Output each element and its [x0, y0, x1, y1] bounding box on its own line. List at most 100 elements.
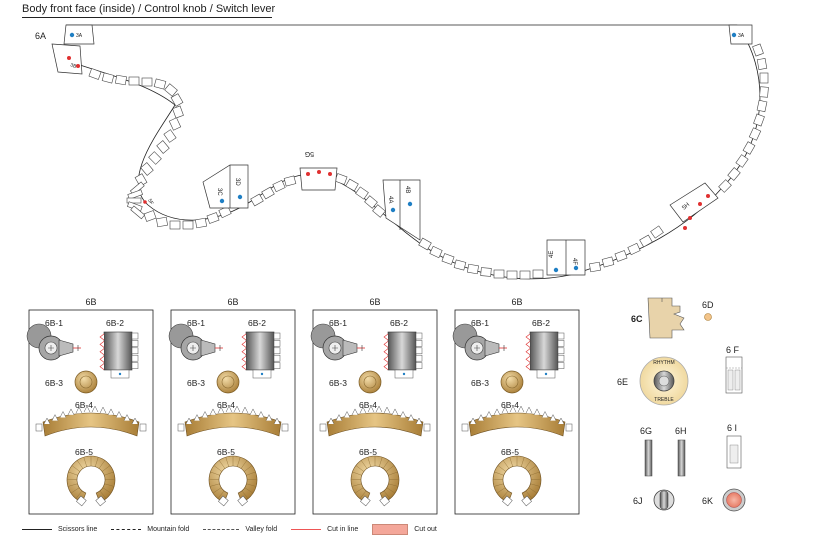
part-6B-3 [358, 370, 382, 394]
part-6G [644, 439, 653, 477]
part-6B-1 [26, 323, 81, 361]
label-6J: 6J [633, 496, 643, 506]
legend-scissors-label: Scissors line [58, 526, 98, 533]
legend-cutout: Cut out [372, 524, 437, 535]
part-6B-2 [525, 331, 565, 379]
part-label-6B-4: 6B-4 [217, 400, 235, 410]
knob-treble-text: TREBLE [654, 397, 674, 403]
part-6B-5 [66, 455, 116, 507]
part-label-6B-2: 6B-2 [390, 318, 408, 328]
part-6B-3 [74, 370, 98, 394]
part-6B-3 [216, 370, 240, 394]
page-title: Body front face (inside) / Control knob … [22, 3, 276, 15]
part-label-6B-1: 6B-1 [329, 318, 347, 328]
valley-fold-sample [203, 529, 240, 530]
part-6H [677, 439, 686, 477]
legend-cutin-label: Cut in line [327, 526, 359, 533]
legend-mountain-label: Mountain fold [147, 526, 190, 533]
part-6C [647, 297, 685, 339]
mountain-fold-sample [111, 529, 142, 530]
panels-6B: 6B 6B-1 6B-2 6B-3 6B-4 6B-5 6B 6B-1 6B-2 6B-3 6B-4… [26, 297, 580, 515]
cut-out-swatch [372, 524, 409, 535]
label-6A: 6A [35, 31, 46, 41]
panel-6B: 6B 6B-1 6B-2 6B-3 6B-4 6B-5 [168, 297, 296, 515]
fan-tabs [126, 181, 146, 220]
part-label-6B-2: 6B-2 [106, 318, 124, 328]
panel-title: 6B [369, 297, 380, 307]
part-6B-5 [208, 455, 258, 507]
legend-mountain: Mountain fold [111, 526, 189, 533]
part-6B-1 [452, 323, 507, 361]
label-6C: 6C [631, 314, 643, 324]
legend: Scissors line Mountain fold Valley fold … [22, 524, 451, 535]
title-underline [22, 17, 272, 18]
legend-cutin: Cut in line [291, 526, 358, 533]
label-6F: 6 F [726, 345, 740, 355]
part-6B-5 [350, 455, 400, 507]
tab-label-4B: 4B [404, 186, 410, 193]
label-6I: 6 I [727, 423, 737, 433]
part-6K [722, 488, 746, 512]
pattern-sheet: 6A 3A 3A 3B 3C 3D 5G 4A 4B 4E 4F 5H 5F 6… [26, 24, 769, 515]
part-6I [726, 435, 742, 469]
label-6G: 6G [640, 426, 652, 436]
part-6F [725, 356, 743, 394]
part-label-6B-5: 6B-5 [359, 447, 377, 457]
legend-scissors: Scissors line [22, 526, 97, 533]
part-label-6B-3: 6B-3 [187, 378, 205, 388]
part-label-6B-1: 6B-1 [187, 318, 205, 328]
tab-label-3C: 3C [216, 188, 222, 196]
part-6B-4 [319, 405, 431, 437]
tab-label-4E: 4E [549, 251, 555, 258]
scissors-line-sample [22, 529, 52, 530]
part-label-6B-4: 6B-4 [359, 400, 377, 410]
part-6B-4 [177, 405, 289, 437]
legend-valley: Valley fold [203, 526, 277, 533]
part-6B-4 [35, 405, 147, 437]
panel-title: 6B [85, 297, 96, 307]
part-label-6B-5: 6B-5 [501, 447, 519, 457]
part-6B-3 [500, 370, 524, 394]
part-label-6B-3: 6B-3 [45, 378, 63, 388]
tab-label-3A-right: 3A [738, 33, 745, 39]
knob-rhythm-text: RHYTHM [653, 360, 674, 366]
part-6B-5 [492, 455, 542, 507]
tab-label-4A: 4A [387, 196, 393, 203]
tab-label-4F: 4F [571, 258, 577, 265]
cut-in-line-sample [291, 529, 322, 530]
tab-label-5G: 5G [305, 150, 314, 157]
legend-cutout-label: Cut out [414, 526, 437, 533]
tab-label-3B: 3B [69, 62, 77, 70]
part-6E-knob [639, 356, 689, 406]
part-6B-2 [241, 331, 281, 379]
part-6B-4 [461, 405, 573, 437]
part-6B-1 [168, 323, 223, 361]
tab-label-5H: 5H [681, 202, 691, 212]
label-6H: 6H [675, 426, 687, 436]
part-6B-1 [310, 323, 365, 361]
part-6D [704, 313, 712, 321]
part-6B-2 [383, 331, 423, 379]
panel-6B: 6B 6B-1 6B-2 6B-3 6B-4 6B-5 [310, 297, 438, 515]
glue-tabs [88, 43, 769, 280]
alignment-dots [67, 32, 737, 273]
label-6K: 6K [702, 496, 713, 506]
part-label-6B-1: 6B-1 [45, 318, 63, 328]
tab-label-5F: 5F [146, 198, 154, 206]
label-6D: 6D [702, 300, 714, 310]
labeled-tabs [51, 24, 753, 276]
part-label-6B-2: 6B-2 [532, 318, 550, 328]
legend-valley-label: Valley fold [245, 526, 278, 533]
part-label-6B-4: 6B-4 [501, 400, 519, 410]
part-label-6B-3: 6B-3 [471, 378, 489, 388]
part-label-6B-4: 6B-4 [75, 400, 93, 410]
part-label-6B-3: 6B-3 [329, 378, 347, 388]
part-label-6B-5: 6B-5 [217, 447, 235, 457]
tab-label-3A-left: 3A [76, 33, 83, 39]
part-label-6B-1: 6B-1 [471, 318, 489, 328]
part-label-6B-2: 6B-2 [248, 318, 266, 328]
part-6J [653, 489, 675, 511]
panel-title: 6B [227, 297, 238, 307]
